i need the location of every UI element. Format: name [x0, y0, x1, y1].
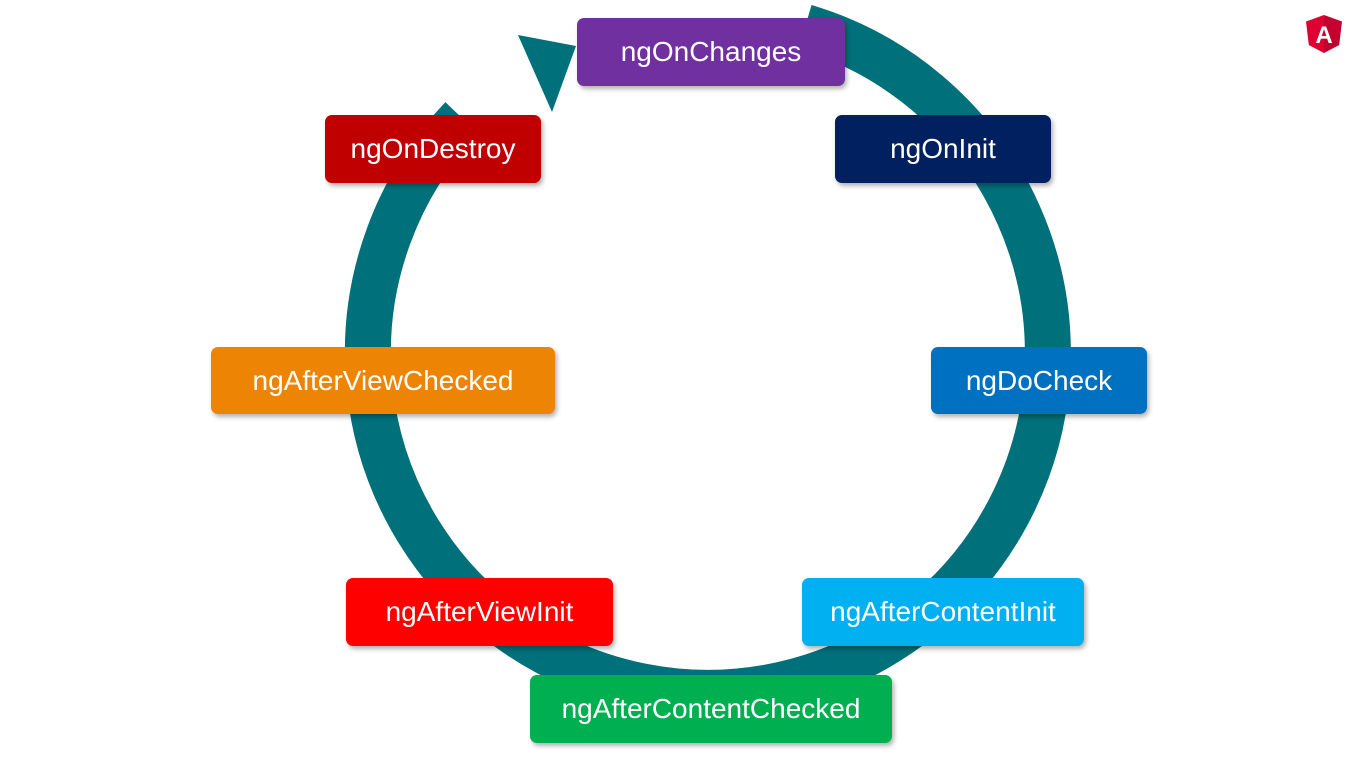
- hook-ng-on-destroy: ngOnDestroy: [325, 115, 541, 183]
- hook-ng-on-init: ngOnInit: [835, 115, 1051, 183]
- cycle-arrowhead: [518, 35, 576, 112]
- hook-ng-after-view-checked: ngAfterViewChecked: [211, 347, 555, 414]
- hook-ng-after-view-init: ngAfterViewInit: [346, 578, 613, 646]
- hook-ng-do-check: ngDoCheck: [931, 347, 1147, 414]
- hook-ng-after-content-init: ngAfterContentInit: [802, 578, 1084, 646]
- angular-logo-icon: A: [1306, 15, 1342, 53]
- hook-ng-on-changes: ngOnChanges: [577, 18, 845, 86]
- angular-logo-letter: A: [1315, 22, 1332, 49]
- hook-ng-after-content-checked: ngAfterContentChecked: [530, 675, 892, 743]
